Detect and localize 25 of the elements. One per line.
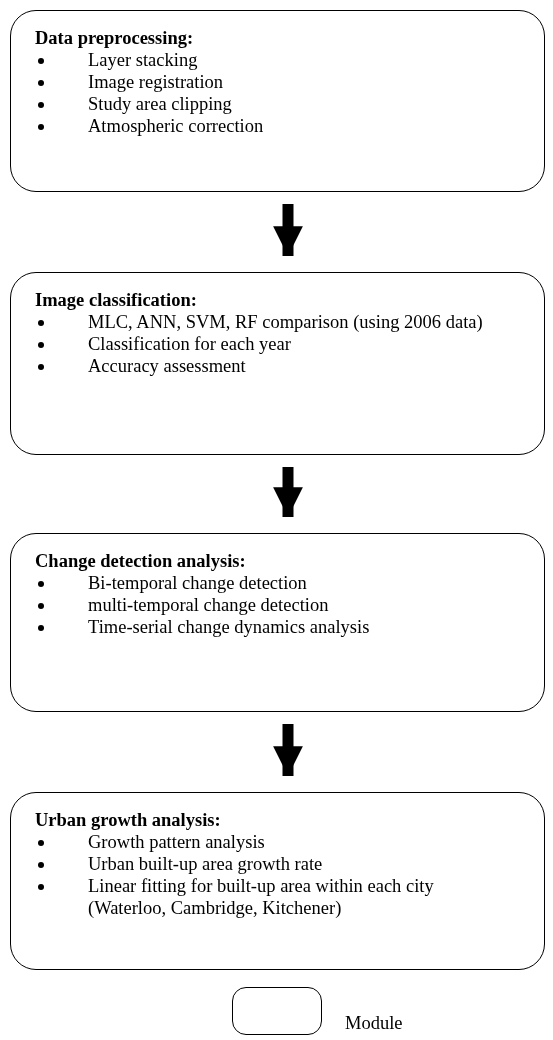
arrow (273, 467, 303, 517)
bullet-item: Accuracy assessment (88, 355, 246, 377)
bullet-item: Image registration (88, 71, 224, 93)
module-box (10, 533, 545, 712)
arrow (273, 204, 303, 256)
bullet-item: MLC, ANN, SVM, RF comparison (using 2006 data) (88, 311, 483, 333)
module-box (10, 792, 545, 970)
bullet-item: Study area clipping (88, 93, 232, 115)
arrow (273, 724, 303, 776)
bullet-item: Linear fitting for built-up area within each city (Waterloo, Cambridge, Kitchener) (88, 875, 435, 919)
bullet-item: Layer stacking (88, 49, 198, 71)
module-heading: Urban growth analysis: (35, 809, 221, 831)
bullet-item: Urban built-up area growth rate (88, 853, 323, 875)
legend-label: Module (345, 1012, 403, 1034)
bullet-item: multi-temporal change detection (88, 594, 329, 616)
bullet-item: Bi-temporal change detection (88, 572, 307, 594)
bullet-item: Atmospheric correction (88, 115, 264, 137)
bullet-item: Time-serial change dynamics analysis (88, 616, 370, 638)
bullet-item: Classification for each year (88, 333, 291, 355)
module-heading: Image classification: (35, 289, 197, 311)
module-box (10, 10, 545, 192)
module-heading: Change detection analysis: (35, 550, 246, 572)
bullet-item: Growth pattern analysis (88, 831, 265, 853)
module-box (10, 272, 545, 455)
module-heading: Data preprocessing: (35, 27, 194, 49)
